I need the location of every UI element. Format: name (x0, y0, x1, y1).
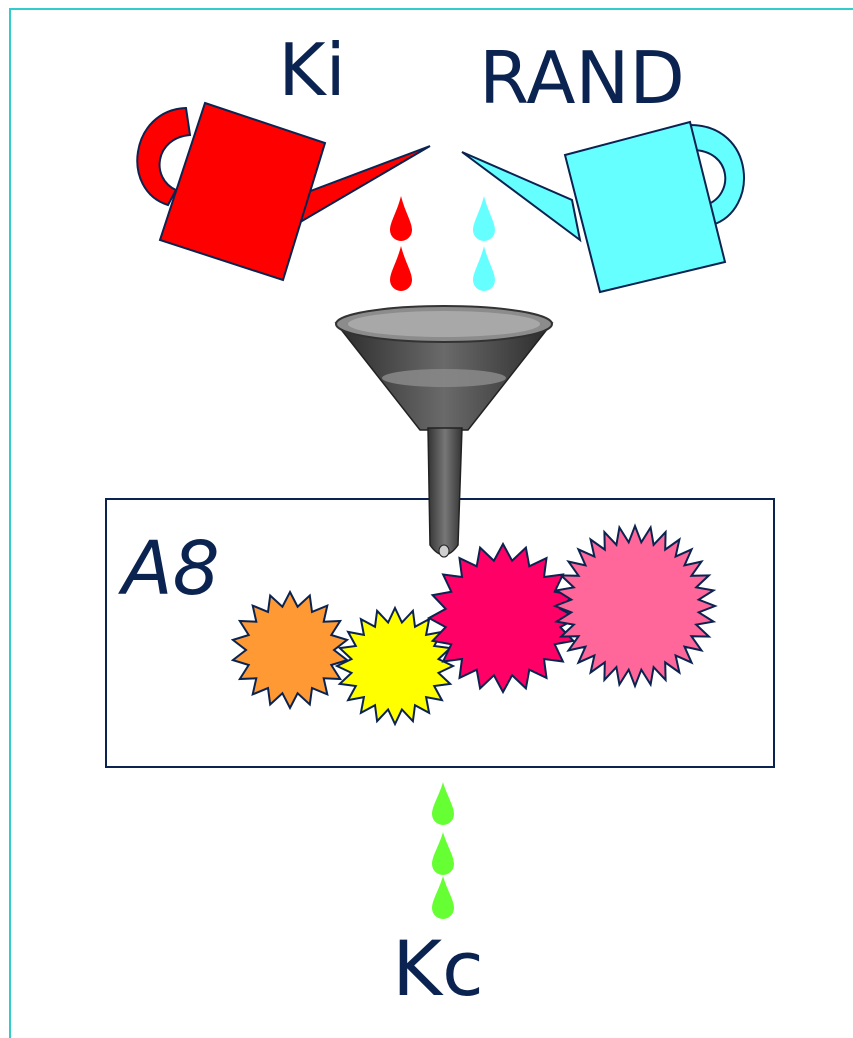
pink-burst-icon (552, 523, 718, 689)
ki-drops-icon (390, 196, 412, 291)
rand-watering-can-icon (461, 120, 745, 294)
slide-frame (9, 8, 853, 1038)
rand-drops-icon (473, 196, 495, 291)
rand-label: RAND (479, 36, 685, 120)
orange-burst-icon (230, 589, 350, 711)
a8-bursts (230, 523, 718, 727)
ki-watering-can-icon (136, 101, 431, 282)
ki-label: Ki (278, 28, 345, 112)
kc-drops-icon (432, 782, 454, 919)
kc-label: Kc (392, 924, 484, 1013)
a8-label: A8 (118, 526, 220, 612)
magenta-burst-icon (426, 541, 580, 695)
funnel-icon (334, 305, 554, 558)
